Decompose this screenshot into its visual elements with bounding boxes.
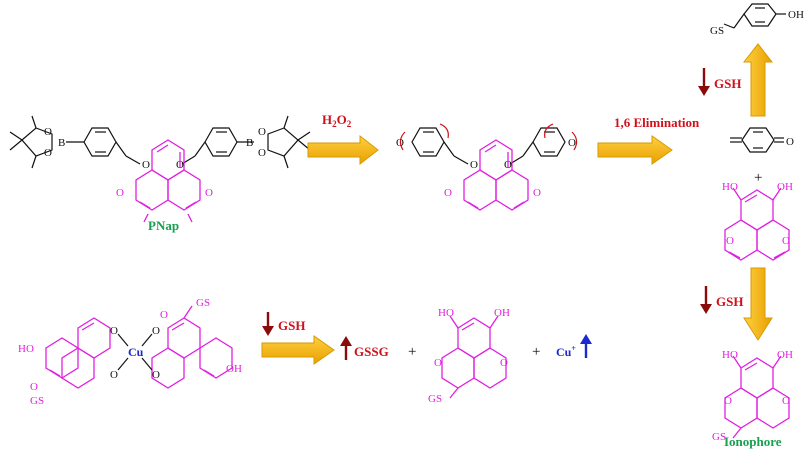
gssg-indicator (340, 336, 352, 360)
pnap-atom-labels: O O B B O O O O O O (44, 126, 266, 199)
o-cu-1: O (110, 325, 118, 337)
gs-benzylphenol (723, 3, 786, 29)
o-product-b: O (500, 357, 508, 369)
o-cu-2: O (110, 369, 118, 381)
ho-product: HO (438, 307, 454, 319)
gs-label-top: GS (710, 25, 724, 37)
gssg-label: GSSG (354, 344, 389, 359)
svg-text:O: O (470, 159, 478, 171)
cu-coordination-bonds (117, 333, 153, 371)
h2o2-label: H2O2 (322, 112, 352, 129)
gsh-top-indicator (698, 68, 710, 96)
cu-plus-label: Cu+ (556, 344, 576, 359)
ho-cu-left: HO (18, 343, 34, 355)
gsh-bottom-label: GSH (278, 318, 305, 333)
o-cu-right: O (160, 309, 168, 321)
arrow-h2o2 (307, 134, 379, 166)
plus-1: + (408, 344, 416, 360)
gsh-bottom-indicator (262, 312, 274, 336)
plus-2: + (532, 344, 540, 360)
svg-text:O: O (44, 126, 52, 138)
o-ionophore-b: O (782, 395, 790, 407)
gs-cu-left: GS (30, 395, 44, 407)
oh-cu-right: OH (226, 363, 242, 375)
ho-ionophore: HO (722, 349, 738, 361)
pnap-label: PNap (148, 218, 179, 233)
ionophore-label: Ionophore (724, 434, 782, 449)
gs-cu-right: GS (196, 297, 210, 309)
intermediate-molecule (411, 127, 566, 165)
gsh-mid-label: GSH (716, 294, 743, 309)
intermediate-atom-labels: O O O O O O (396, 137, 576, 199)
cu-complex (45, 305, 233, 389)
svg-text:O: O (396, 137, 404, 149)
intermediate-naphthoquinone (463, 139, 529, 211)
pnap-naphthoquinone (135, 139, 201, 223)
cu-center: Cu (128, 345, 144, 359)
svg-text:O: O (116, 187, 124, 199)
gsh-mid-indicator (700, 286, 712, 314)
svg-text:O: O (44, 147, 52, 159)
svg-text:B: B (246, 137, 253, 149)
gsh-top-label: GSH (714, 76, 741, 91)
svg-text:O: O (205, 187, 213, 199)
plus-qm: + (754, 170, 762, 186)
arrow-bottom-gsh (261, 335, 335, 365)
quinone-methide (730, 127, 784, 153)
ionophore-molecule (724, 355, 790, 439)
elimination-label: 1,6 Elimination (614, 115, 700, 130)
arrow-down-gsh (743, 267, 773, 341)
o-cu-3: O (152, 325, 160, 337)
svg-text:O: O (568, 137, 576, 149)
oh-right: OH (777, 181, 793, 193)
arrow-elimination (597, 135, 673, 165)
svg-text:O: O (258, 147, 266, 159)
gs-ionophore: GS (712, 431, 726, 443)
svg-text:O: O (176, 159, 184, 171)
o-cu-left: O (30, 381, 38, 393)
naphthazarin-gs-product (441, 315, 507, 399)
intermediate-electron-arrows (399, 123, 578, 151)
cu-plus-indicator (580, 334, 592, 358)
svg-text:O: O (258, 126, 266, 138)
svg-text:O: O (533, 187, 541, 199)
oh-label-top: OH (788, 9, 804, 21)
oh-product: OH (494, 307, 510, 319)
svg-text:O: O (444, 187, 452, 199)
naphthazarin-right (724, 187, 790, 261)
qm-o: O (786, 136, 794, 148)
arrow-up-gsh (742, 43, 774, 117)
oh-ionophore: OH (777, 349, 793, 361)
svg-text:O: O (504, 159, 512, 171)
svg-text:B: B (58, 137, 65, 149)
o-cu-4: O (152, 369, 160, 381)
o-ionophore-a: O (724, 395, 732, 407)
svg-text:O: O (142, 159, 150, 171)
ho-right: HO (722, 181, 738, 193)
gs-product: GS (428, 393, 442, 405)
pnap-molecule (9, 115, 311, 169)
o-right-b: O (782, 235, 790, 247)
o-product-a: O (434, 357, 442, 369)
o-right-a: O (726, 235, 734, 247)
